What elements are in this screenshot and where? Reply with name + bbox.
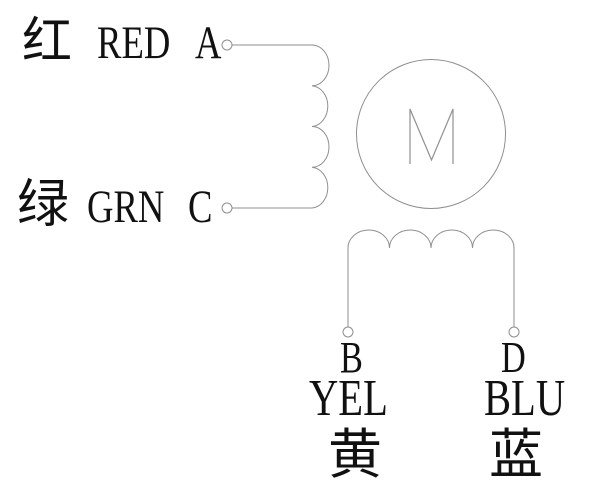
pin-label-c: C [188, 184, 219, 231]
wire-color-en-blu-text: BLU [484, 370, 566, 427]
wire-color-en-grn: GRN [87, 184, 186, 231]
terminal-d [508, 326, 520, 338]
wire-color-zh-red: 红 [22, 13, 72, 69]
wire-color-zh-blu: 蓝 [489, 425, 543, 485]
wire-color-en-yel-text: YEL [309, 370, 388, 427]
wire-color-en-blu: BLU [484, 373, 588, 425]
coil-phase-bd [347, 229, 515, 327]
pin-label-d-text: D [501, 333, 526, 382]
pin-label-d: D [501, 336, 533, 380]
terminal-c [221, 202, 233, 214]
motor-circle [356, 59, 506, 209]
wire-color-en-red: RED [97, 20, 191, 67]
wire-color-zh-grn: 绿 [17, 177, 70, 234]
coil-phase-ac [311, 44, 330, 209]
wire-color-zh-yel: 黄 [328, 425, 382, 485]
terminal-b [342, 326, 354, 338]
pin-label-a-text: A [195, 17, 222, 69]
wire-color-en-yel: YEL [309, 373, 410, 425]
pin-label-c-text: C [188, 181, 213, 233]
pin-label-a: A [195, 20, 229, 67]
pin-label-b: B [340, 336, 369, 380]
wire-color-en-grn-text: GRN [87, 181, 165, 233]
pin-label-b-text: B [340, 333, 363, 382]
wire-color-en-red-text: RED [97, 17, 171, 69]
motor-symbol-m [409, 108, 454, 164]
